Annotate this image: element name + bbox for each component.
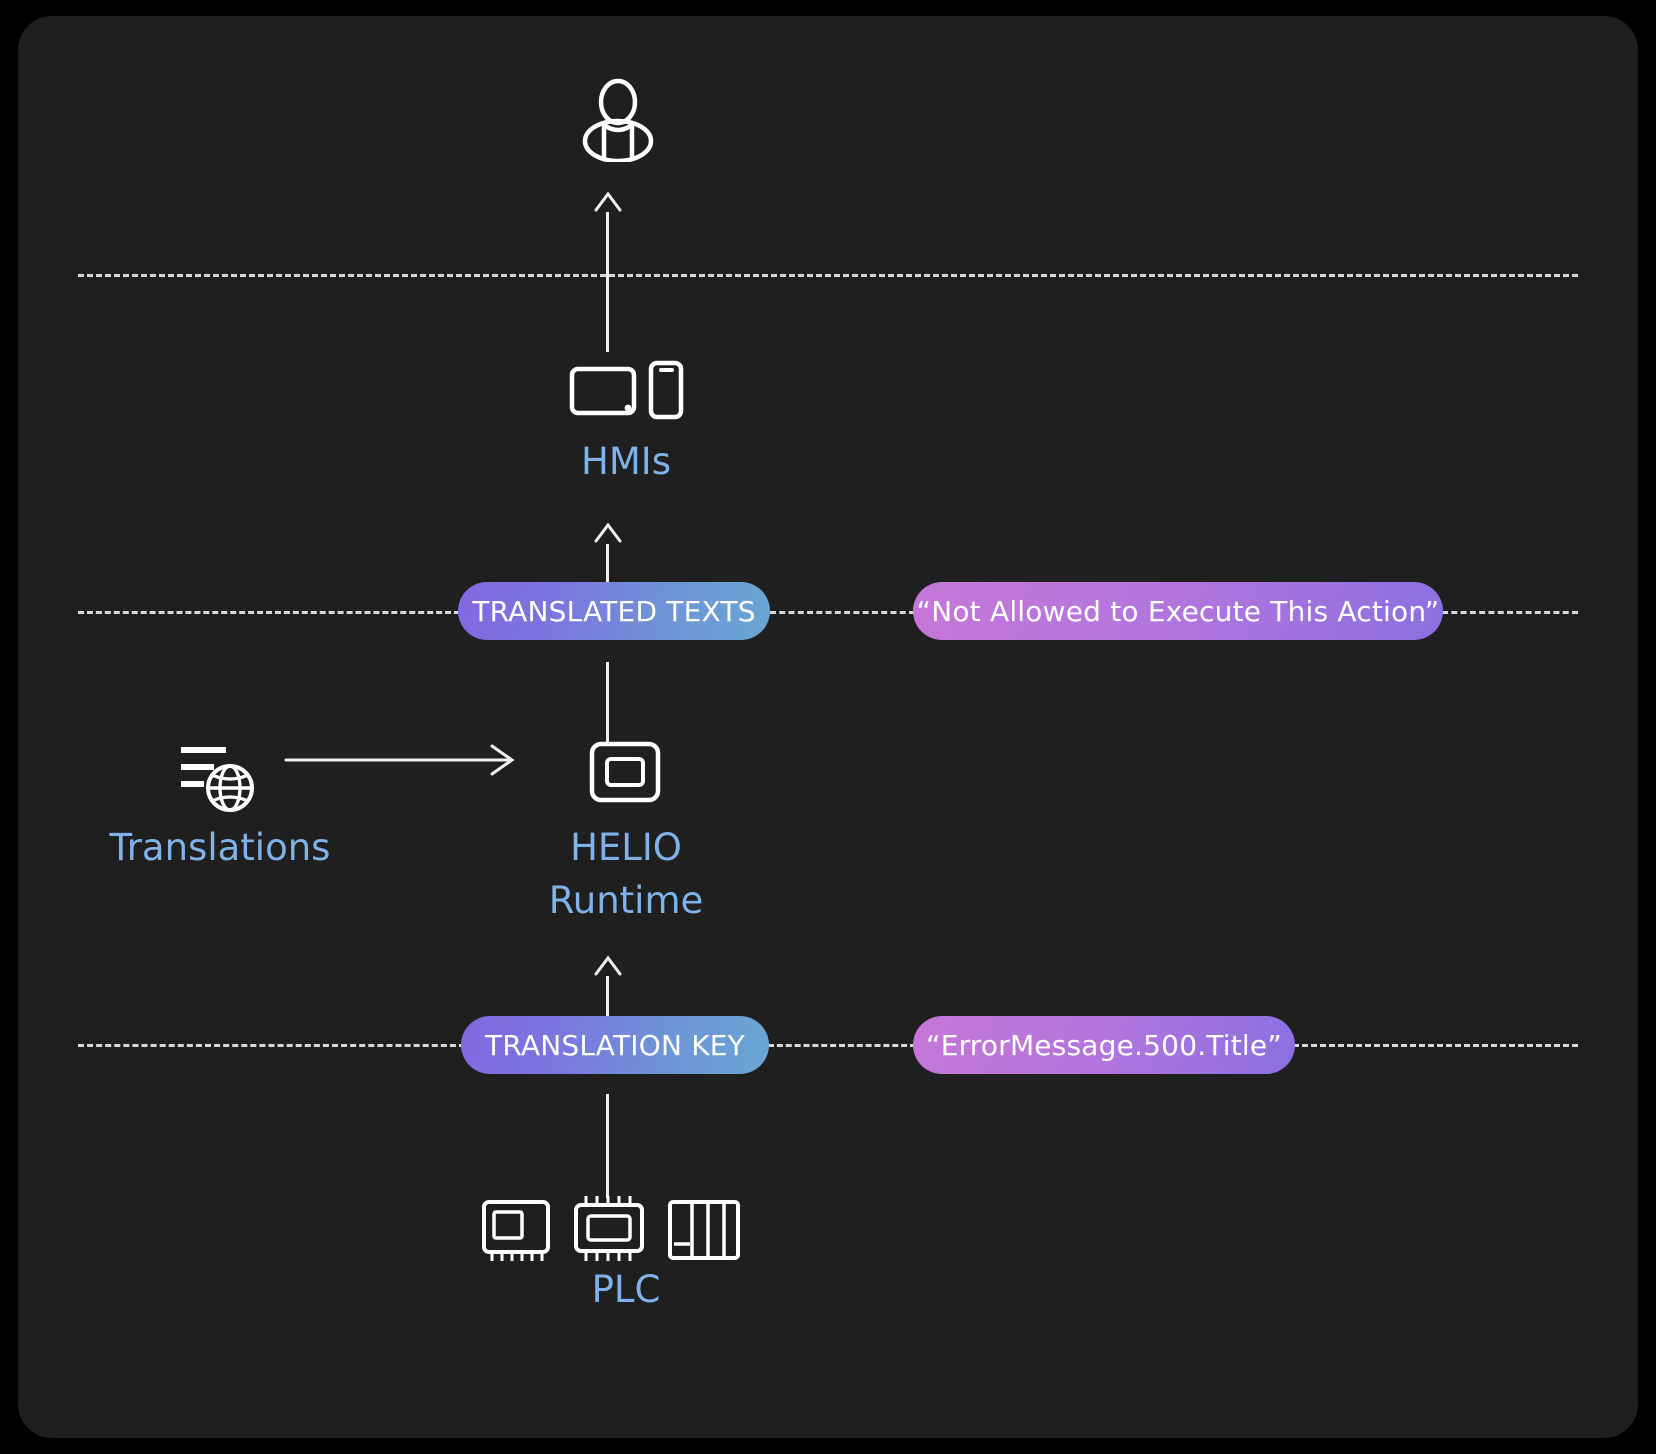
person-icon [582, 78, 654, 162]
dashed-rule-key-left [78, 1044, 465, 1047]
arrow-up-icon-hmis [591, 519, 625, 553]
flow-line-pill-to-hmis [606, 544, 609, 606]
translations-globe-icon [176, 738, 268, 816]
helio-label-line1: HELIO [570, 826, 682, 869]
helio-runtime-icon [588, 740, 662, 804]
dashed-rule-translated-middle [770, 611, 915, 614]
plc-label: PLC [591, 1268, 661, 1311]
flow-line-helio-to-pill [606, 662, 609, 746]
pill-translation-key-example[interactable]: “ErrorMessage.500.Title” [913, 1016, 1295, 1074]
arrow-up-icon-operator [591, 188, 625, 222]
pill-translated-example[interactable]: “Not Allowed to Execute This Action” [913, 582, 1443, 640]
translations-label: Translations [109, 826, 331, 869]
plc-icon [480, 1196, 742, 1266]
flow-line-plc-to-pill [606, 1094, 609, 1198]
devices-icon [556, 356, 696, 420]
dashed-rule-top [78, 274, 1578, 277]
pill-translation-key-example-label: “ErrorMessage.500.Title” [925, 1028, 1283, 1062]
arrow-right-icon-translations [284, 734, 516, 786]
pill-translated-texts-label: TRANSLATED TEXTS [472, 594, 756, 628]
pill-translation-key[interactable]: TRANSLATION KEY [461, 1016, 769, 1074]
pill-translation-key-label: TRANSLATION KEY [485, 1028, 745, 1062]
flow-line-hmis-to-operator [606, 212, 609, 352]
pill-translated-example-label: “Not Allowed to Execute This Action” [916, 594, 1440, 628]
hmis-label: HMIs [581, 440, 671, 483]
dashed-rule-translated-left [78, 611, 460, 614]
dashed-rule-key-middle [768, 1044, 916, 1047]
helio-label-line2: Runtime [548, 879, 704, 922]
dashed-rule-key-right [1293, 1044, 1578, 1047]
pill-translated-texts[interactable]: TRANSLATED TEXTS [458, 582, 770, 640]
dashed-rule-translated-right [1442, 611, 1578, 614]
diagram-canvas: HMIs Translations HELIO Runtime [18, 16, 1638, 1438]
flow-line-pill-to-helio [606, 976, 609, 1038]
arrow-up-icon-helio [591, 952, 625, 986]
